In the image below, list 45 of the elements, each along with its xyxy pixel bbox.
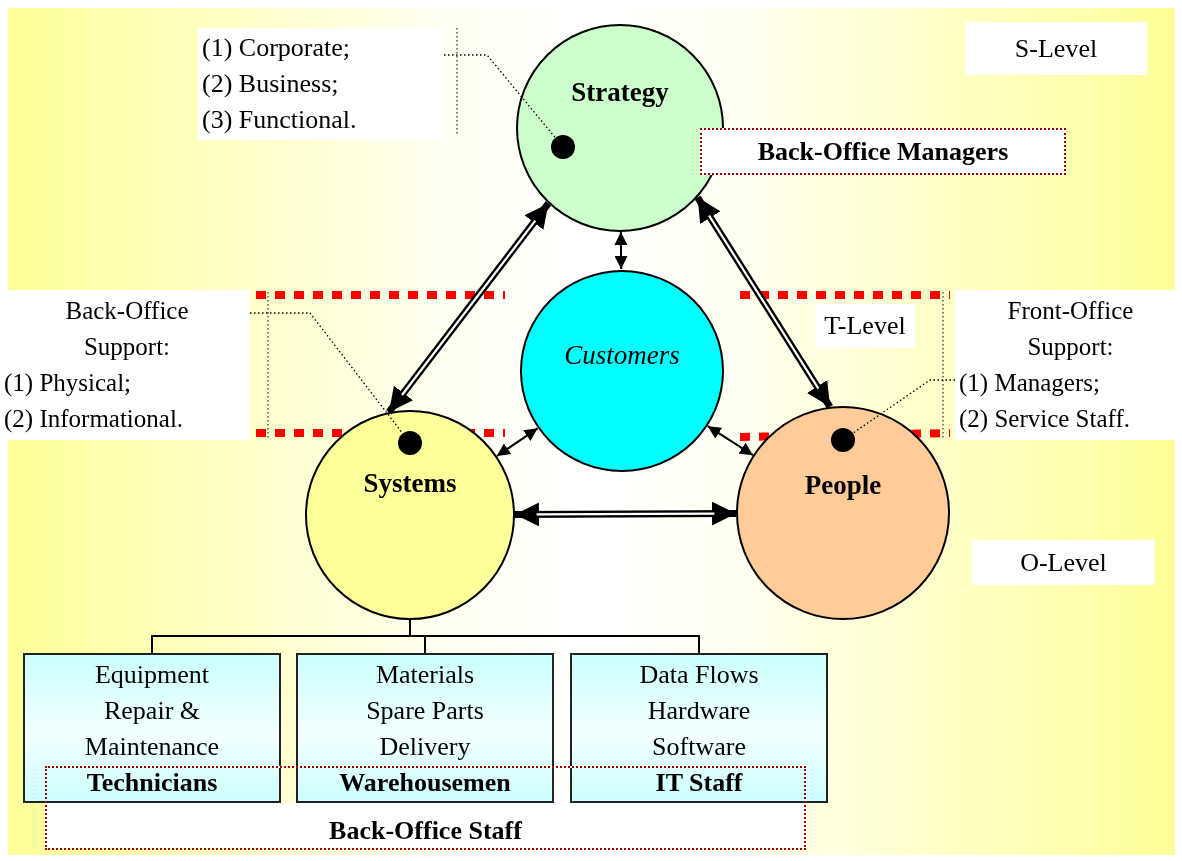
level-label: S-Level (1014, 33, 1098, 64)
list-item: (2) Service Staff. (959, 404, 1131, 435)
dot-marker (398, 431, 422, 455)
circle-label: Systems (363, 467, 457, 499)
support-heading: Front-Office Support: (1006, 296, 1135, 362)
dot-marker (551, 135, 575, 159)
process-box (570, 653, 828, 803)
process-box (296, 653, 554, 803)
dotted-box (45, 766, 806, 850)
circle-label: Strategy (571, 76, 669, 108)
text-box (198, 28, 444, 140)
list-item: (2) Informational. (4, 404, 185, 435)
double-arrow (694, 195, 833, 409)
level-tag (815, 304, 915, 348)
list-item: (1) Corporate; (202, 32, 351, 64)
list-item: (2) Business; (202, 68, 340, 100)
box-label: Back-Office Staff (329, 816, 522, 846)
leader-line (443, 54, 556, 139)
role-label: Technicians (86, 767, 218, 799)
role-label: Warehousemen (339, 767, 511, 799)
level-tag (965, 22, 1147, 75)
list-item: (1) Managers; (959, 368, 1101, 399)
leader-line (249, 312, 404, 435)
circle-label: People (804, 469, 882, 501)
list-item: (3) Functional. (202, 104, 358, 136)
arrow (706, 425, 754, 457)
double-arrow (386, 201, 552, 415)
level-label: T-Level (824, 311, 906, 341)
arrow (614, 231, 628, 270)
level-label: O-Level (1020, 547, 1107, 578)
double-arrow (514, 501, 737, 527)
support-heading: Back-Office Support: (64, 296, 190, 362)
process-box (23, 653, 281, 803)
dotted-box (700, 128, 1066, 175)
task-text: Equipment Repair & Maintenance (83, 659, 221, 763)
leader-line (852, 379, 956, 434)
role-label: IT Staff (655, 767, 743, 799)
circle-label: Customers (564, 339, 680, 371)
level-tag (972, 540, 1155, 585)
task-text: Materials Spare Parts Delivery (365, 659, 485, 763)
dot-marker (831, 428, 855, 452)
box-label: Back-Office Managers (757, 136, 1009, 167)
task-text: Data Flows Hardware Software (638, 659, 760, 763)
list-item: (1) Physical; (4, 368, 133, 399)
arrow (495, 427, 539, 457)
